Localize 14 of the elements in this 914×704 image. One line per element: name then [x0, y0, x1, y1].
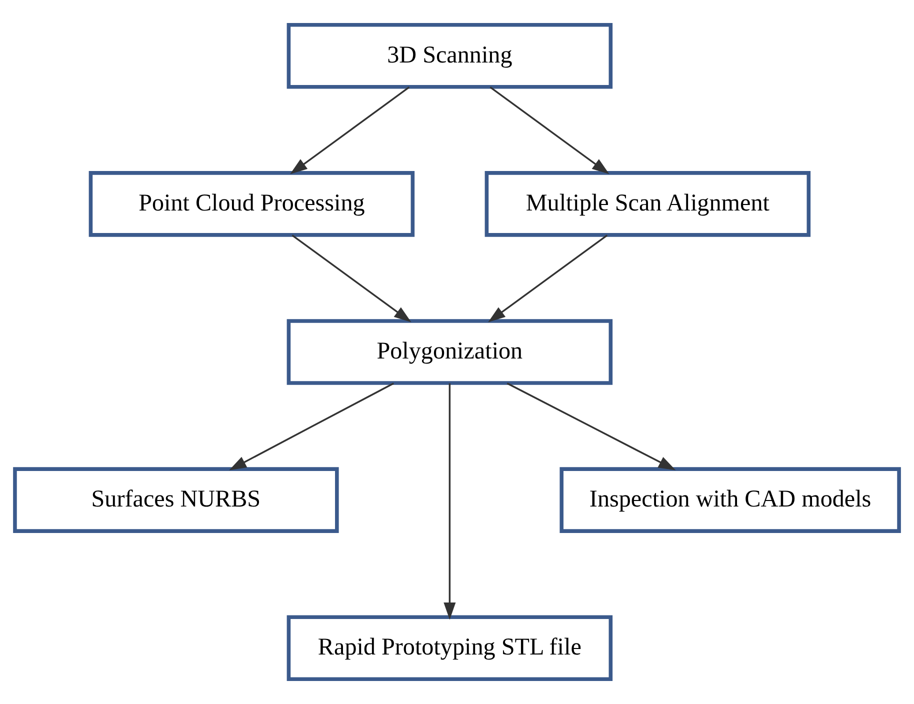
node-box: Point Cloud Processing: [88, 171, 415, 237]
node-box: Multiple Scan Alignment: [484, 171, 811, 237]
arrow: [488, 234, 608, 322]
arrow: [506, 382, 676, 470]
arrow: [292, 234, 412, 322]
arrow: [444, 383, 456, 620]
node-box: Polygonization: [286, 319, 613, 385]
arrow: [490, 86, 610, 174]
node-box: Rapid Prototyping STL file: [286, 615, 613, 681]
node-box: 3D Scanning: [286, 23, 613, 89]
node-box: Inspection with CAD models: [560, 467, 901, 533]
arrow: [229, 382, 394, 470]
arrow: [290, 86, 410, 174]
node-box: Surfaces NURBS: [13, 467, 339, 533]
